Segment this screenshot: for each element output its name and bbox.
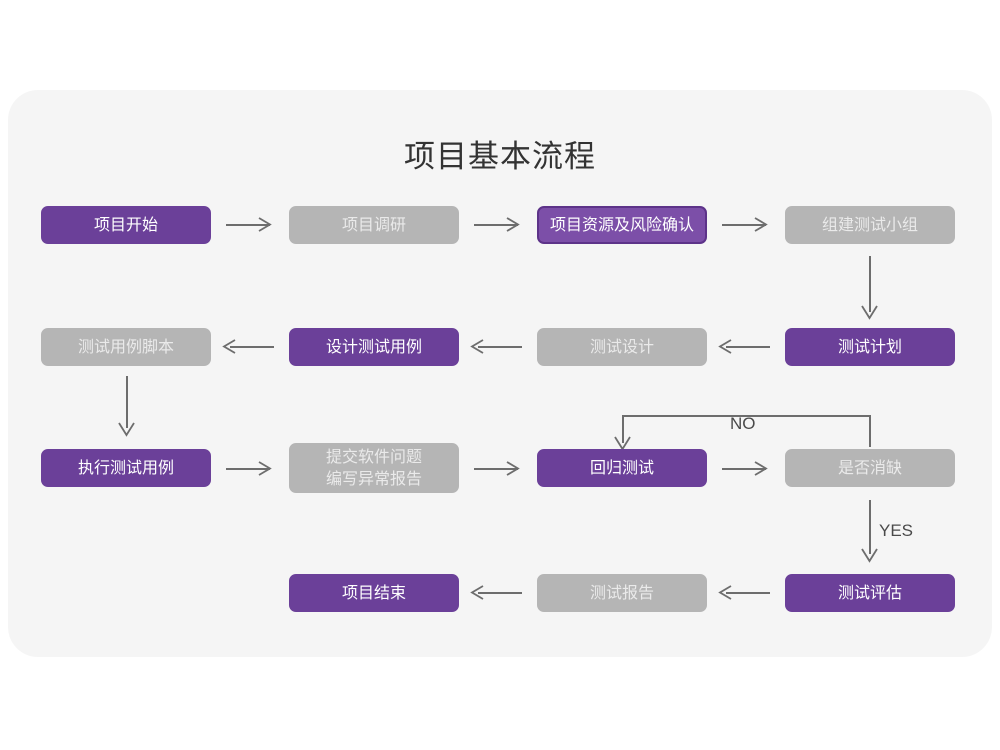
- node-test-plan[interactable]: 测试计划: [785, 328, 955, 366]
- arrow-head-left-n8-n7: [718, 339, 734, 354]
- arrow-line-n9-n10: [226, 468, 270, 470]
- arrow-line-n3-n4: [722, 224, 766, 226]
- arrow-head-left-n6-n5: [222, 339, 238, 354]
- node-project-research[interactable]: 项目调研: [289, 206, 459, 244]
- arrow-line-n8-n7: [726, 346, 770, 348]
- no-loop-left-segment: [622, 415, 624, 443]
- arrow-line-n6-n5: [230, 346, 274, 348]
- edge-label-yes: YES: [879, 521, 914, 540]
- arrow-head-down-yes: [861, 548, 878, 564]
- arrow-line-n12-n15: [869, 500, 871, 554]
- arrow-line-n15-n14: [726, 592, 770, 594]
- arrow-line-n5-n9: [126, 376, 128, 428]
- arrow-head-right-n3-n4: [754, 217, 770, 232]
- no-loop-top-segment: [622, 415, 871, 417]
- arrow-line-n4-n8: [869, 256, 871, 312]
- node-submit-issue-report[interactable]: 提交软件问题 编写异常报告: [289, 443, 459, 493]
- arrow-line-n7-n6: [478, 346, 522, 348]
- node-defect-resolved[interactable]: 是否消缺: [785, 449, 955, 487]
- node-regression-test[interactable]: 回归测试: [537, 449, 707, 487]
- arrow-head-right-n10-n11: [506, 461, 522, 476]
- arrow-head-down-n4-n8: [861, 305, 878, 321]
- arrow-line-n1-n2: [226, 224, 270, 226]
- node-execute-test-case[interactable]: 执行测试用例: [41, 449, 211, 487]
- arrow-line-n10-n11: [474, 468, 518, 470]
- arrow-line-n11-n12: [722, 468, 766, 470]
- node-test-case-script[interactable]: 测试用例脚本: [41, 328, 211, 366]
- arrow-head-down-n5-n9: [118, 422, 135, 438]
- arrow-line-n2-n3: [474, 224, 518, 226]
- arrow-head-right-n9-n10: [258, 461, 274, 476]
- arrow-head-right-n1-n2: [258, 217, 274, 232]
- arrow-head-right-n2-n3: [506, 217, 522, 232]
- node-resource-risk-confirm[interactable]: 项目资源及风险确认: [537, 206, 707, 244]
- page-title: 项目基本流程: [404, 139, 596, 175]
- arrow-head-left-n14-n13: [470, 585, 486, 600]
- node-project-start[interactable]: 项目开始: [41, 206, 211, 244]
- arrow-head-left-n7-n6: [470, 339, 486, 354]
- node-test-design[interactable]: 测试设计: [537, 328, 707, 366]
- flowchart-card: [8, 90, 992, 657]
- arrow-line-n14-n13: [478, 592, 522, 594]
- arrow-head-right-n11-n12: [754, 461, 770, 476]
- node-design-test-case[interactable]: 设计测试用例: [289, 328, 459, 366]
- node-build-test-team[interactable]: 组建测试小组: [785, 206, 955, 244]
- no-loop-right-segment: [869, 415, 871, 447]
- node-test-evaluation[interactable]: 测试评估: [785, 574, 955, 612]
- edge-label-no: NO: [730, 414, 756, 433]
- node-test-report[interactable]: 测试报告: [537, 574, 707, 612]
- arrow-head-left-n15-n14: [718, 585, 734, 600]
- node-project-end[interactable]: 项目结束: [289, 574, 459, 612]
